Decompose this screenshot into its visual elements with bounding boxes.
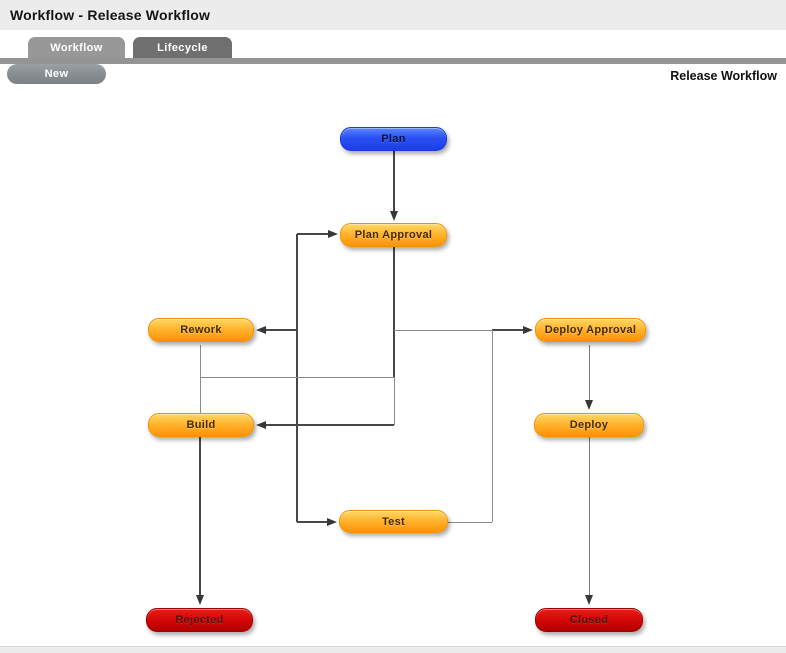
connector-line <box>394 377 395 425</box>
connector-arrowhead-icon <box>256 326 266 334</box>
connector-arrowhead-icon <box>327 518 337 526</box>
connector-line <box>393 150 395 211</box>
connector-line <box>492 330 493 522</box>
tab-lifecycle[interactable]: Lifecycle <box>133 37 232 58</box>
connector-arrowhead-icon <box>196 595 204 605</box>
connector-line <box>264 329 297 331</box>
connector-arrowhead-icon <box>256 421 266 429</box>
page-title: Workflow - Release Workflow <box>10 7 211 23</box>
connector-arrowhead-icon <box>585 400 593 410</box>
connector-line <box>393 247 395 377</box>
connector-arrowhead-icon <box>328 230 338 238</box>
workflow-node-rework[interactable]: Rework <box>148 318 254 342</box>
connector-arrowhead-icon <box>523 326 533 334</box>
connector-line <box>296 234 298 522</box>
connector-line <box>200 345 201 413</box>
connector-line <box>264 424 394 426</box>
connector-line <box>200 377 394 378</box>
connector-line <box>297 233 328 235</box>
header-bar: Workflow - Release Workflow <box>0 0 786 30</box>
connector-line <box>492 329 524 331</box>
workflow-node-deploy[interactable]: Deploy <box>534 413 644 437</box>
footer-bar <box>0 646 786 653</box>
connector-line <box>589 345 590 401</box>
connector-line <box>297 521 327 523</box>
workflow-node-closed[interactable]: Closed <box>535 608 643 632</box>
connector-line <box>448 522 492 523</box>
connector-line <box>199 437 201 596</box>
workflow-node-rejected[interactable]: Rejected <box>146 608 253 632</box>
tab-workflow[interactable]: Workflow <box>28 37 125 58</box>
workflow-node-plan-approval[interactable]: Plan Approval <box>340 223 447 247</box>
workflow-node-build[interactable]: Build <box>148 413 254 437</box>
connector-line <box>394 330 492 331</box>
connector-arrowhead-icon <box>390 211 398 221</box>
page-context-label: Release Workflow <box>670 69 777 83</box>
workflow-node-deploy-approval[interactable]: Deploy Approval <box>535 318 646 342</box>
connector-line <box>589 437 590 596</box>
tab-underline <box>0 58 786 64</box>
new-button[interactable]: New <box>7 64 106 84</box>
workflow-node-plan[interactable]: Plan <box>340 127 447 151</box>
connector-arrowhead-icon <box>585 595 593 605</box>
workflow-node-test[interactable]: Test <box>339 510 448 533</box>
